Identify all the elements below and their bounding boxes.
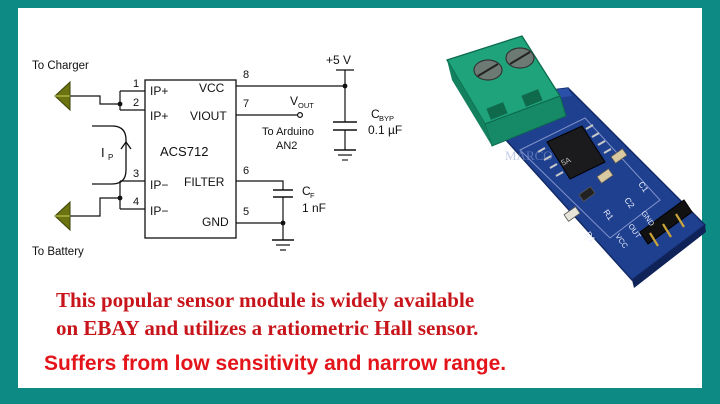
left-pins: 1 2 3 4 IP+ IP+ IP− IP−	[120, 78, 168, 218]
caption-line-1: This popular sensor module is widely ava…	[56, 288, 475, 312]
chip-marking: 5A	[560, 155, 573, 168]
header-pins	[639, 199, 693, 247]
pin-3-number: 3	[133, 168, 139, 180]
acs712-chip	[546, 125, 606, 180]
junction-dot	[117, 195, 123, 201]
vout-terminal	[297, 111, 304, 118]
cbyp-label: C	[371, 107, 380, 121]
pin-6-name: FILTER	[184, 175, 225, 189]
current-loop	[92, 125, 132, 185]
right-pins: 8 7 6 5 VCC VIOUT FILTER GND	[184, 69, 262, 229]
pin-4-number: 4	[133, 196, 139, 208]
to-battery-label: To Battery	[32, 246, 84, 258]
junction-dot	[342, 83, 348, 89]
acs712-chip-body	[144, 79, 237, 239]
pin-8-name: VCC	[199, 81, 225, 95]
supply-label: +5 V	[326, 53, 351, 67]
resistor-r1	[578, 186, 596, 202]
led-d1	[563, 206, 581, 222]
pin-1-number: 1	[133, 78, 139, 90]
capacitor-c1	[610, 148, 628, 164]
to-arduino-label: To Arduino	[262, 126, 314, 138]
junction-dot	[280, 220, 286, 226]
pin-5-number: 5	[243, 206, 249, 218]
pin-8-number: 8	[243, 69, 249, 81]
cf-label: C	[302, 184, 311, 198]
pin-4-name: IP−	[150, 204, 168, 218]
supply-rail	[262, 69, 354, 122]
charger-wiring	[70, 91, 121, 217]
to-arduino-pin: AN2	[276, 140, 297, 152]
pin-7-number: 7	[243, 98, 249, 110]
current-label: I	[101, 145, 105, 160]
to-charger-label: To Charger	[32, 60, 89, 72]
junction-dot	[117, 101, 123, 107]
pin-6-number: 6	[243, 165, 249, 177]
vout-subscript: OUT	[298, 101, 314, 110]
chip-name: ACS712	[160, 144, 208, 159]
capacitor-c2	[596, 168, 614, 184]
cbyp-subscript: BYP	[379, 114, 394, 123]
pin-5-name: GND	[202, 215, 229, 229]
cf-value: 1 nF	[302, 201, 326, 215]
vout-label: V	[290, 94, 298, 108]
pin-3-name: IP−	[150, 178, 168, 192]
cf-capacitor	[262, 180, 294, 251]
caption-line-3: Suffers from low sensitivity and narrow …	[44, 352, 507, 375]
cf-subscript: F	[310, 191, 315, 200]
pin-7-name: VIOUT	[190, 109, 227, 123]
sensor-module-image: 5A C1 C2 R1 D1 VCC OUT GND MARCO	[446, 35, 707, 288]
cbyp-value: 0.1 µF	[368, 123, 402, 137]
pin-2-number: 2	[133, 97, 139, 109]
cbyp-capacitor	[333, 121, 357, 161]
pin-2-name: IP+	[150, 109, 168, 123]
caption-line-2: on EBAY and utilizes a ratiometric Hall …	[56, 316, 479, 340]
pin-1-name: IP+	[150, 84, 168, 98]
watermark: MARCO	[505, 148, 553, 163]
current-subscript: P	[108, 153, 113, 162]
